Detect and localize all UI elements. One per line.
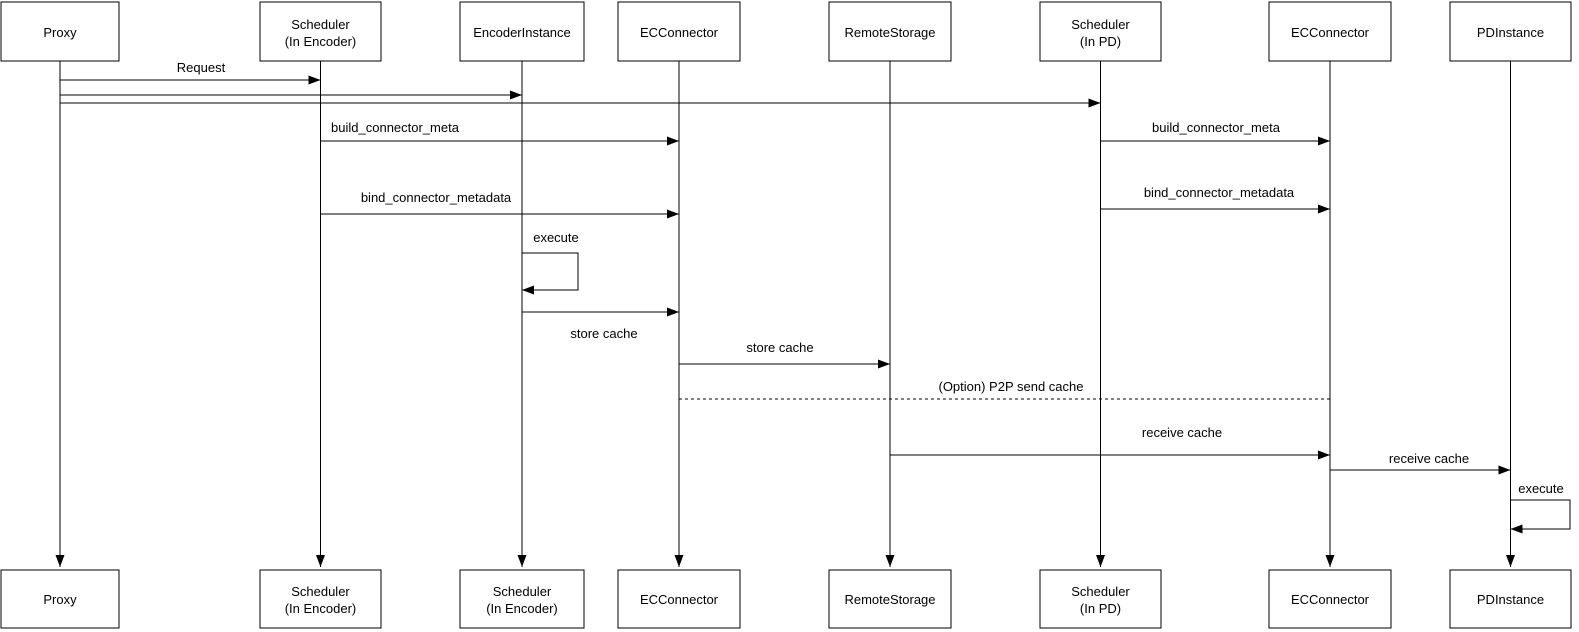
message-self-loop: [1510, 499, 1571, 534]
actor-label: ECConnector: [1291, 592, 1370, 607]
message-build-connector-meta-encoder: build_connector_meta: [320, 120, 679, 146]
message-p2p-send-cache-dashed: (Option) P2P send cache: [679, 379, 1330, 400]
message-label: receive cache: [1142, 425, 1222, 440]
actor-label-line1: Scheduler: [1071, 17, 1130, 32]
actor-box: [1268, 1, 1392, 62]
message-build-connector-meta-pd: build_connector_meta: [1100, 120, 1330, 146]
actor-bottom-remote-storage: RemoteStorage: [828, 569, 952, 629]
actor-label-line1: Scheduler: [291, 17, 350, 32]
actor-label-line1: Scheduler: [493, 584, 552, 599]
actor-label-line1: Scheduler: [1071, 584, 1130, 599]
message-label: store cache: [746, 340, 813, 355]
message-label: build_connector_meta: [1152, 120, 1281, 135]
actor-box: [1268, 569, 1392, 629]
message-label: execute: [1518, 481, 1564, 496]
actor-label-line2: (In Encoder): [486, 601, 558, 616]
actor-box: [259, 1, 382, 62]
actor-label-line2: (In Encoder): [285, 601, 357, 616]
actor-box: [0, 569, 120, 629]
actor-top-proxy: Proxy: [0, 1, 120, 62]
message-label: receive cache: [1389, 451, 1469, 466]
actor-top-remote-storage: RemoteStorage: [828, 1, 952, 62]
actor-bottom-scheduler-pd: Scheduler (In PD): [1039, 569, 1162, 629]
actor-label: Proxy: [43, 25, 77, 40]
actor-box: [459, 1, 585, 62]
actor-top-ec-connector-pd: ECConnector: [1268, 1, 1392, 62]
actor-label-line2: (In PD): [1080, 34, 1121, 49]
message-label: (Option) P2P send cache: [938, 379, 1083, 394]
actor-label: ECConnector: [1291, 25, 1370, 40]
actor-label: RemoteStorage: [844, 25, 935, 40]
message-label: build_connector_meta: [331, 120, 460, 135]
actor-label-line2: (In PD): [1080, 601, 1121, 616]
messages: Request build_connector_meta build_conne…: [60, 60, 1571, 534]
actor-bottom-scheduler-encoder: Scheduler (In Encoder): [259, 569, 382, 629]
actor-top-scheduler-encoder: Scheduler (In Encoder): [259, 1, 382, 62]
actor-top-scheduler-pd: Scheduler (In PD): [1039, 1, 1162, 62]
message-label: bind_connector_metadata: [1144, 185, 1295, 200]
message-self-loop: [522, 252, 579, 295]
message-bind-connector-metadata-encoder: bind_connector_metadata: [320, 190, 679, 219]
message-label: Request: [177, 60, 226, 75]
message-label: execute: [533, 230, 579, 245]
actor-box: [828, 1, 952, 62]
message-label: store cache: [570, 326, 637, 341]
actor-bottom-proxy: Proxy: [0, 569, 120, 629]
actor-label: ECConnector: [640, 592, 719, 607]
message-execute-encoder-self-loop: execute: [522, 230, 579, 295]
actor-bottom-ec-connector-encoder: ECConnector: [617, 569, 741, 629]
message-request: Request: [60, 60, 321, 85]
actor-label: ECConnector: [640, 25, 719, 40]
actor-top-encoder-instance: EncoderInstance: [459, 1, 585, 62]
message-receive-cache-pd: receive cache: [1330, 451, 1511, 475]
actor-box: [617, 569, 741, 629]
actor-bottom-ec-connector-pd: ECConnector: [1268, 569, 1392, 629]
actor-label-line1: Scheduler: [291, 584, 350, 599]
actor-box: [1449, 569, 1572, 629]
actors-top: Proxy Scheduler (In Encoder) EncoderInst…: [0, 1, 1572, 62]
actor-box: [1039, 1, 1162, 62]
message-execute-pd-self-loop: execute: [1510, 481, 1571, 534]
actor-label: Proxy: [43, 592, 77, 607]
message-receive-cache-remote: receive cache: [890, 425, 1330, 460]
actors-bottom: Proxy Scheduler (In Encoder) Scheduler (…: [0, 569, 1572, 629]
actor-label: EncoderInstance: [473, 25, 571, 40]
actor-bottom-scheduler-encoder-2: Scheduler (In Encoder): [459, 569, 585, 629]
message-store-cache-remote: store cache: [679, 340, 890, 369]
message-label: bind_connector_metadata: [361, 190, 512, 205]
actor-box: [459, 569, 585, 629]
message-store-cache-encoder: store cache: [522, 307, 679, 341]
actor-bottom-pd-instance: PDInstance: [1449, 569, 1572, 629]
message-bind-connector-metadata-pd: bind_connector_metadata: [1100, 185, 1330, 214]
actor-top-pd-instance: PDInstance: [1449, 1, 1572, 62]
actor-box: [0, 1, 120, 62]
actor-box: [828, 569, 952, 629]
actor-box: [1449, 1, 1572, 62]
actor-label-line2: (In Encoder): [285, 34, 357, 49]
actor-label: PDInstance: [1477, 25, 1544, 40]
actor-label: PDInstance: [1477, 592, 1544, 607]
actor-box: [259, 569, 382, 629]
actor-top-ec-connector-encoder: ECConnector: [617, 1, 741, 62]
actor-label: RemoteStorage: [844, 592, 935, 607]
actor-box: [1039, 569, 1162, 629]
lifelines: [55, 61, 1515, 567]
actor-box: [617, 1, 741, 62]
